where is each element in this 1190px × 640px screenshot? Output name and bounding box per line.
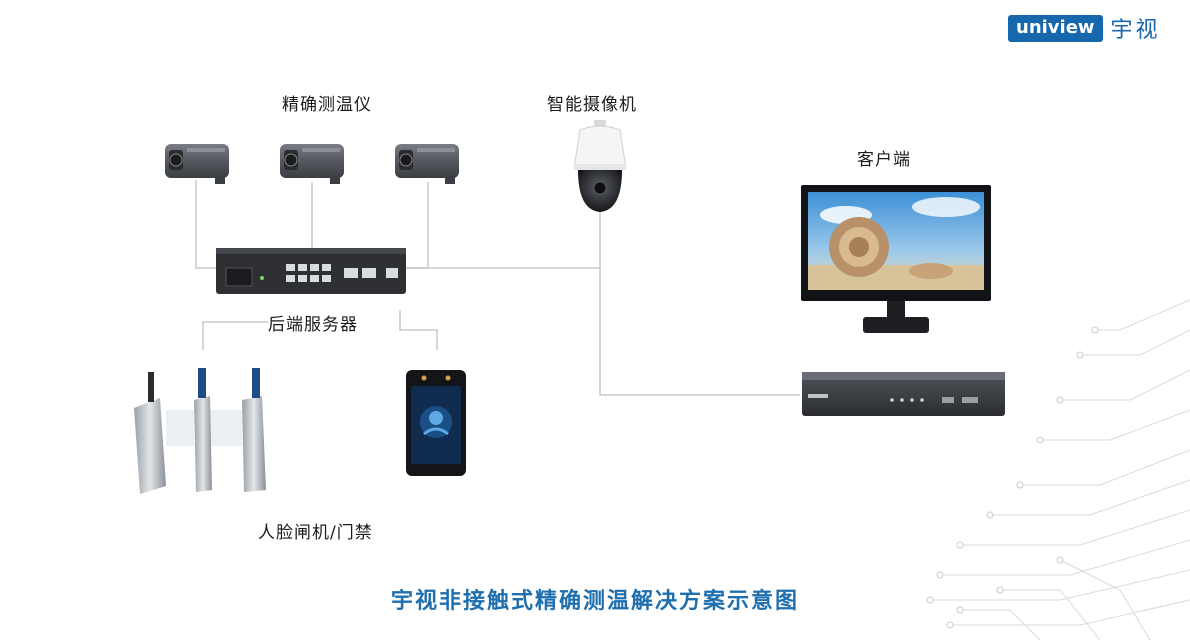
network-switch-icon [216, 248, 406, 294]
ptz-camera-icon [573, 120, 627, 212]
diagram-caption: 宇视非接触式精确测温解决方案示意图 [390, 589, 799, 614]
nvr-recorder-icon [802, 372, 1005, 416]
circuit-decoration [930, 299, 1190, 640]
label-server: 后端服务器 [268, 315, 358, 335]
monitor-icon [801, 185, 991, 333]
face-terminal-icon [406, 370, 466, 476]
thermometer-device-icon [165, 144, 229, 184]
thermometer-device-icon [395, 144, 459, 184]
uniview-logo: uniview 宇视 [1008, 12, 1161, 44]
logo-chinese: 宇视 [1110, 18, 1161, 43]
label-client: 客户端 [857, 150, 911, 170]
label-camera: 智能摄像机 [547, 95, 637, 115]
label-gate: 人脸闸机/门禁 [258, 523, 373, 543]
circuit-nodes [926, 326, 1099, 629]
thermometer-device-icon [280, 144, 344, 184]
connection-lines [195, 180, 800, 396]
gate-turnstile-icon [134, 368, 266, 494]
label-thermometer: 精确测温仪 [282, 95, 372, 115]
logo-text: uniview [1008, 14, 1103, 42]
